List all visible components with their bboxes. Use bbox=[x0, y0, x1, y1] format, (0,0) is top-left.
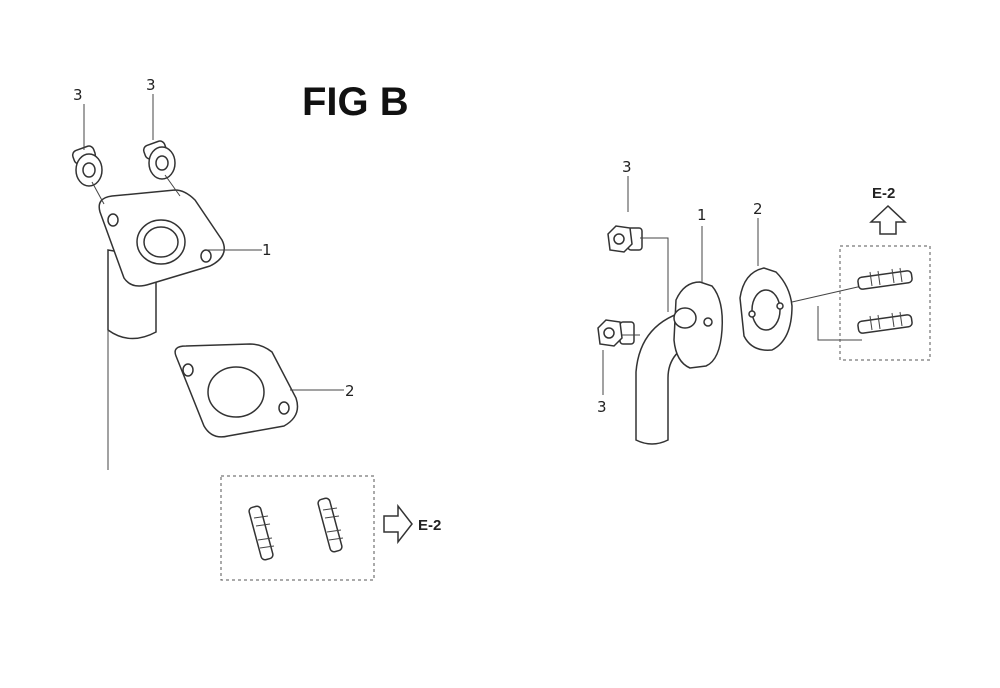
right-stud-2 bbox=[857, 311, 913, 334]
right-elbow-part bbox=[635, 281, 724, 445]
right-stud-box bbox=[839, 245, 931, 361]
right-callout-gasket: 2 bbox=[753, 200, 763, 218]
left-assembly: 3 3 1 2 E-2 bbox=[71, 76, 441, 581]
right-gasket-part bbox=[739, 267, 793, 351]
left-stud-2 bbox=[317, 497, 344, 553]
left-callout-bolt-a: 3 bbox=[73, 86, 83, 104]
left-callout-bolt-b: 3 bbox=[146, 76, 156, 94]
right-callout-bolt-top: 3 bbox=[622, 158, 632, 176]
left-callout-gasket: 2 bbox=[345, 382, 355, 400]
left-reference-arrow-icon bbox=[383, 503, 413, 545]
right-reference-label[interactable]: E-2 bbox=[872, 185, 895, 202]
left-reference-label[interactable]: E-2 bbox=[418, 517, 441, 534]
left-gasket-part bbox=[174, 343, 299, 438]
left-elbow-part bbox=[98, 189, 225, 340]
left-stud-box bbox=[220, 475, 375, 581]
figure-title: FIG B bbox=[302, 80, 409, 124]
left-stud-1 bbox=[248, 505, 275, 561]
right-callout-elbow: 1 bbox=[697, 206, 707, 224]
right-bolt-bottom bbox=[597, 319, 635, 347]
right-reference-arrow-icon bbox=[869, 204, 907, 235]
right-assembly: 3 1 2 3 E-2 bbox=[597, 158, 931, 445]
left-callout-elbow: 1 bbox=[262, 241, 272, 259]
left-bolt-b bbox=[142, 140, 176, 180]
right-bolt-top bbox=[607, 225, 643, 253]
left-bolt-a bbox=[71, 145, 103, 187]
right-callout-bolt-bottom: 3 bbox=[597, 398, 607, 416]
right-stud-1 bbox=[857, 267, 913, 290]
